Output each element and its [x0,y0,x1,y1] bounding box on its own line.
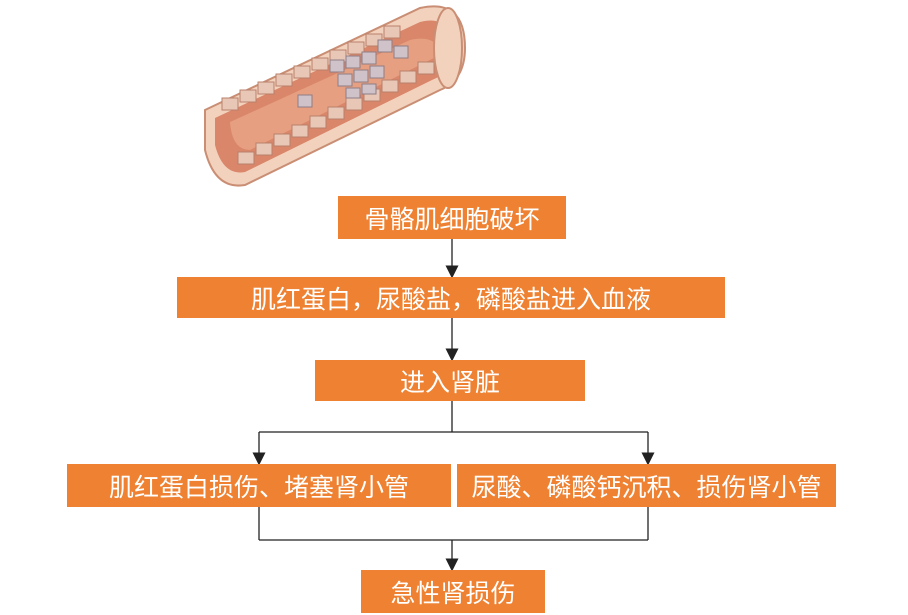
flow-branch-right: 尿酸、磷酸钙沉积、损伤肾小管 [457,464,836,507]
flow-step-1: 骨骼肌细胞破坏 [338,196,566,239]
flow-step-2: 肌红蛋白，尿酸盐，磷酸盐进入血液 [177,277,725,318]
flow-final: 急性肾损伤 [361,570,545,613]
flow-branch-left: 肌红蛋白损伤、堵塞肾小管 [67,464,451,507]
flow-step-3: 进入肾脏 [315,360,585,401]
